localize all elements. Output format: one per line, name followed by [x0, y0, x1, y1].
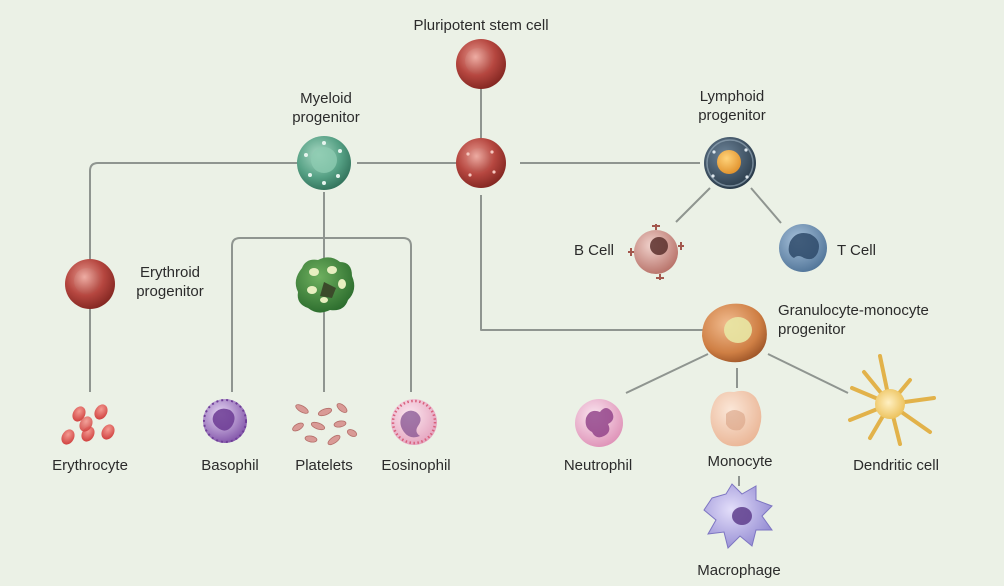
basophil-icon [203, 399, 247, 443]
connector-lymphoid-to-tcell [750, 187, 782, 224]
label-b-cell: B Cell [574, 242, 615, 259]
connector-lines [89, 88, 849, 486]
label-myeloid-progenitor: Myeloid progenitor [292, 90, 360, 126]
eosinophil-icon [391, 399, 437, 445]
center-progenitor-icon [456, 138, 506, 188]
connector-granulocyte-bar [231, 237, 412, 392]
label-erythrocyte: Erythrocyte [52, 457, 128, 474]
myeloid-progenitor-icon [297, 136, 351, 190]
lymphoid-progenitor-icon [704, 137, 756, 189]
label-granulocyte-monocyte-progenitor: Granulocyte-monocyte progenitor [778, 302, 929, 338]
connector-myeloid-to-erythroid [89, 162, 300, 260]
label-dendritic-cell: Dendritic cell [853, 457, 939, 474]
monocyte-icon [710, 390, 762, 447]
connector-gm-to-neutrophil [625, 353, 709, 394]
label-lymphoid-progenitor: Lymphoid progenitor [698, 88, 766, 124]
connector-center-to-gm [480, 195, 705, 331]
label-pluripotent-stem-cell: Pluripotent stem cell [413, 17, 549, 34]
label-t-cell: T Cell [837, 242, 876, 259]
label-neutrophil: Neutrophil [563, 457, 633, 474]
label-platelets: Platelets [295, 457, 353, 474]
dendritic-cell-icon [848, 354, 936, 446]
macrophage-icon [703, 483, 773, 549]
label-monocyte: Monocyte [707, 453, 773, 470]
label-erythroid-progenitor: Erythroid progenitor [136, 264, 204, 300]
stem-cell-icon [456, 39, 506, 89]
connector-gm-to-dendritic [767, 353, 849, 394]
gm-progenitor-icon [702, 303, 767, 363]
erythroid-progenitor-icon [65, 259, 115, 309]
b-cell-icon [628, 224, 684, 280]
connector-lymphoid-to-bcell [675, 187, 711, 223]
t-cell-icon [779, 224, 827, 272]
label-eosinophil: Eosinophil [381, 457, 451, 474]
megakaryocyte-icon [295, 257, 355, 313]
platelets-icon [292, 403, 358, 446]
erythrocyte-icon [61, 404, 115, 445]
label-macrophage: Macrophage [697, 562, 781, 579]
neutrophil-icon [575, 399, 623, 447]
label-basophil: Basophil [201, 457, 259, 474]
